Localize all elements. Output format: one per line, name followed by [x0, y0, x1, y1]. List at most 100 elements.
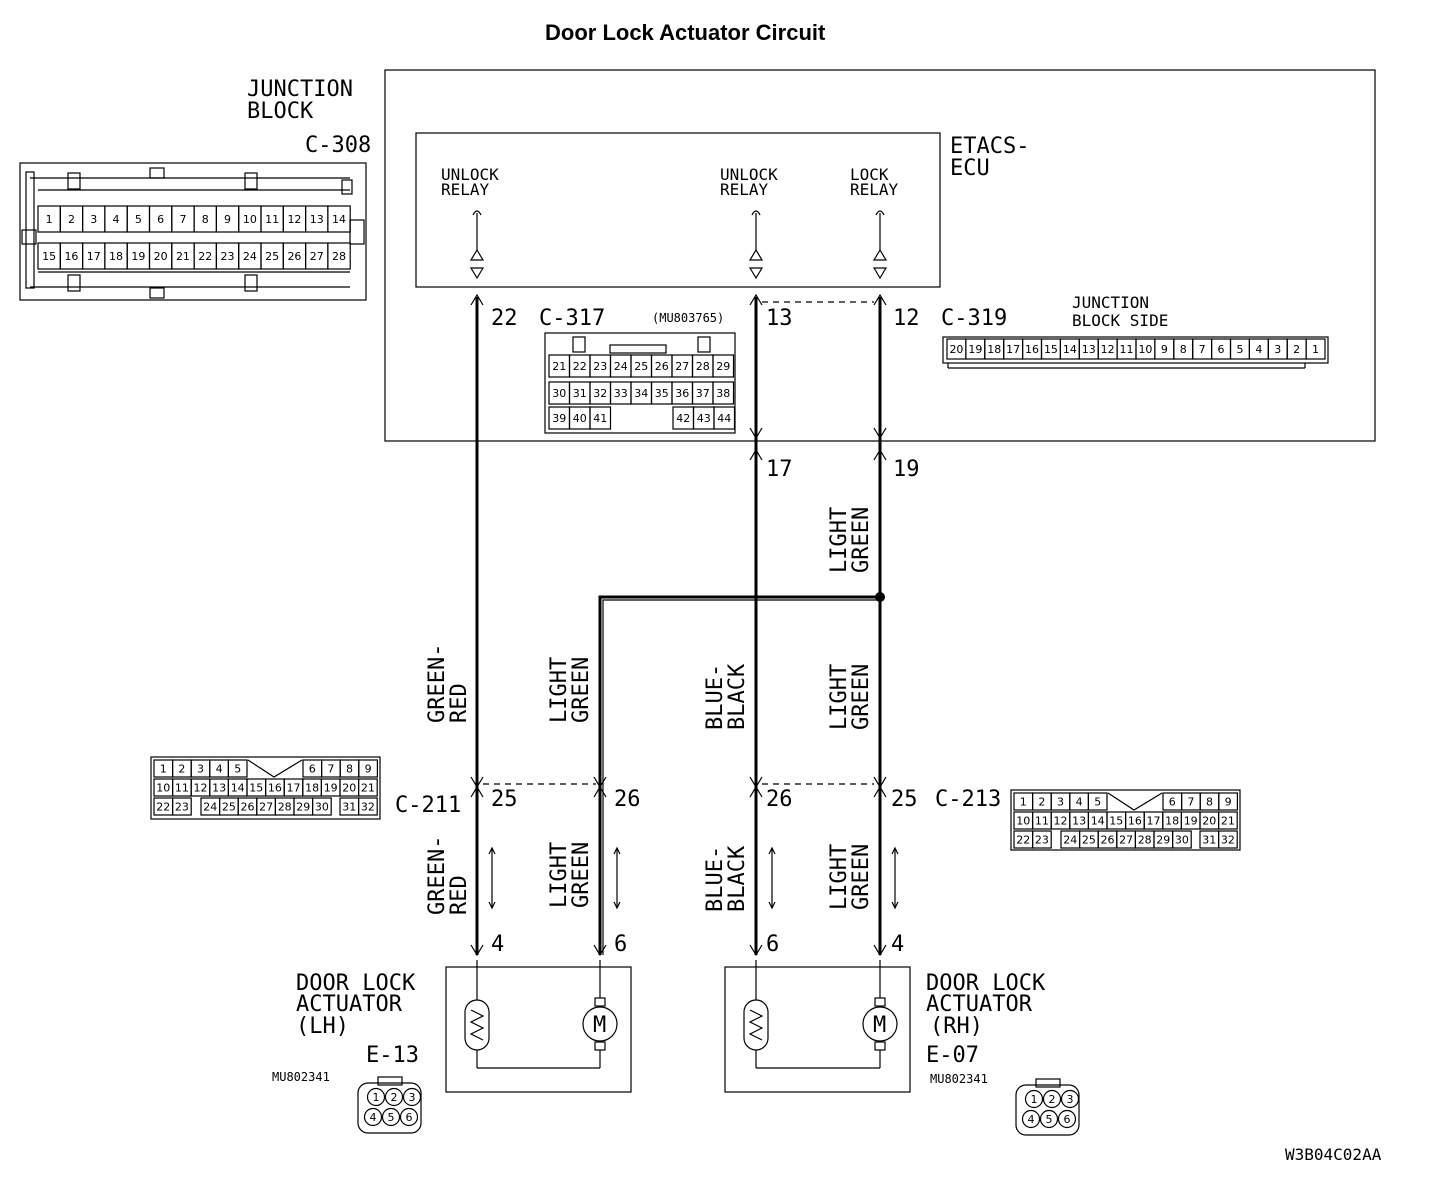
connector-pin-number: 15	[42, 250, 56, 263]
connector-pin-number: 39	[552, 412, 566, 425]
connector-pin-number: 10	[1138, 343, 1152, 356]
connector-pin-number: 4	[216, 763, 223, 776]
connector-pin-number: 18	[987, 343, 1001, 356]
wire-label-green-rh: GREEN	[849, 664, 874, 730]
connector-pin-number: 31	[1202, 834, 1216, 847]
connector-pin-cell	[363, 1107, 383, 1127]
connector-pin-number: 7	[1199, 343, 1206, 356]
connector-pin-number: 4	[1076, 796, 1083, 809]
connector-pin-number: 8	[1180, 343, 1187, 356]
connector-pin-number: 15	[249, 782, 263, 795]
connector-pin-number: 38	[716, 387, 730, 400]
connector-pin-number: 21	[1221, 815, 1235, 828]
connector-pin-number: 1	[160, 763, 167, 776]
connector-pin-cell	[712, 354, 735, 378]
wire-green-red-lh	[470, 293, 484, 957]
connector-pin-number: 14	[1091, 815, 1105, 828]
connector-pin-cell	[1039, 1109, 1059, 1129]
c213-pin-25: 25	[891, 787, 918, 812]
pin-19-label: 19	[893, 457, 920, 482]
wire-label-green-red-2: RED	[447, 683, 472, 723]
connector-pin-cell	[1217, 830, 1238, 849]
wire-label-light-lower-lh: LIGHT	[547, 842, 572, 908]
connector-pin-number: 28	[696, 360, 710, 373]
connector-pin-number: 9	[1225, 796, 1232, 809]
wire-label-green-red-lower-2: RED	[447, 875, 472, 915]
unlock-relay-1-label-2: RELAY	[441, 180, 490, 199]
c213-label: C-213	[935, 787, 1001, 812]
connector-pin-number: 21	[176, 250, 190, 263]
connector-pin-number: 9	[224, 213, 231, 226]
connector-pin-number: 8	[202, 213, 209, 226]
wire-label-green-lower-lh: GREEN	[569, 842, 594, 908]
wire-label-light-rh: LIGHT	[827, 664, 852, 730]
lock-relay-label-2: RELAY	[850, 180, 899, 199]
connector-pin-number: 12	[287, 213, 301, 226]
connector-pin-number: 26	[655, 360, 669, 373]
connector-pin-number: 24	[203, 801, 217, 814]
connector-pin-number: 19	[1184, 815, 1198, 828]
connector-pin-cell	[358, 778, 378, 797]
unlock-relay-1-label-1: UNLOCK	[441, 165, 499, 184]
connector-pin-cell	[1171, 830, 1192, 849]
connector-pin-number: 41	[593, 412, 607, 425]
connector-pin-number: 5	[135, 213, 142, 226]
c213-pin-26: 26	[766, 787, 793, 812]
connector-pin-number: 12	[1054, 815, 1068, 828]
connector-pin-number: 32	[593, 387, 607, 400]
motor-symbol-lh: M	[593, 1013, 606, 1038]
wire-blue-black	[749, 293, 763, 957]
connector-pin-number: 6	[157, 213, 164, 226]
wire-label-blue-black-lower-2: BLACK	[725, 845, 750, 912]
connector-pin-number: 7	[179, 213, 186, 226]
actuator-lh-label-1: DOOR LOCK	[296, 971, 416, 996]
wire-label-green-red-lower-1: GREEN-	[425, 836, 450, 915]
connector-pin-number: 12	[1101, 343, 1115, 356]
connector-pin-cell	[1021, 1109, 1041, 1129]
connector-pin-cell	[172, 797, 192, 816]
connector-pin-number: 6	[309, 763, 316, 776]
connector-pin-number: 11	[265, 213, 279, 226]
connector-pin-cell	[1217, 811, 1238, 830]
connector-pin-cell	[1060, 1089, 1080, 1109]
connector-pin-number: 11	[1120, 343, 1134, 356]
wire-label-green-lower-rh: GREEN	[849, 844, 874, 910]
connector-pin-number: 29	[296, 801, 310, 814]
c319-side-label-2: BLOCK SIDE	[1072, 311, 1168, 330]
connector-pin-cell	[381, 1107, 401, 1127]
connector-pin-cell	[1031, 830, 1052, 849]
connector-pin-number: 19	[968, 343, 982, 356]
connector-pin-number: 1	[46, 213, 53, 226]
connector-pin-cell	[312, 797, 332, 816]
connector-pin-cell	[327, 205, 351, 233]
connector-pin-number: 31	[342, 801, 356, 814]
connector-pin-number: 3	[1067, 1093, 1074, 1106]
actuator-rh-label-2: ACTUATOR	[926, 992, 1033, 1017]
e07-label: E-07	[926, 1043, 979, 1068]
connector-pin-cell	[1057, 1109, 1077, 1129]
connector-pin-number: 19	[324, 782, 338, 795]
connector-pin-number: 27	[310, 250, 324, 263]
connector-pin-number: 16	[1128, 815, 1142, 828]
actuator-lh-label-2: ACTUATOR	[296, 992, 403, 1017]
connector-pin-cell	[1087, 792, 1108, 811]
connector-pin-number: 14	[332, 213, 346, 226]
connector-pin-cell	[399, 1107, 419, 1127]
c308-label: C-308	[305, 133, 371, 158]
connector-pin-number: 25	[634, 360, 648, 373]
diagram-title: Door Lock Actuator Circuit	[545, 20, 826, 45]
connector-pin-number: 16	[64, 250, 78, 263]
connector-pin-number: 22	[198, 250, 212, 263]
wire-color-labels: LIGHT GREEN GREEN- RED LIGHT GREEN BLUE-…	[425, 507, 874, 915]
connector-pin-number: 24	[243, 250, 257, 263]
connector-pin-number: 25	[265, 250, 279, 263]
wire-label-green-red-1: GREEN-	[425, 644, 450, 723]
connector-pin-number: 22	[156, 801, 170, 814]
connector-pin-number: 6	[1218, 343, 1225, 356]
connector-pin-number: 30	[552, 387, 566, 400]
